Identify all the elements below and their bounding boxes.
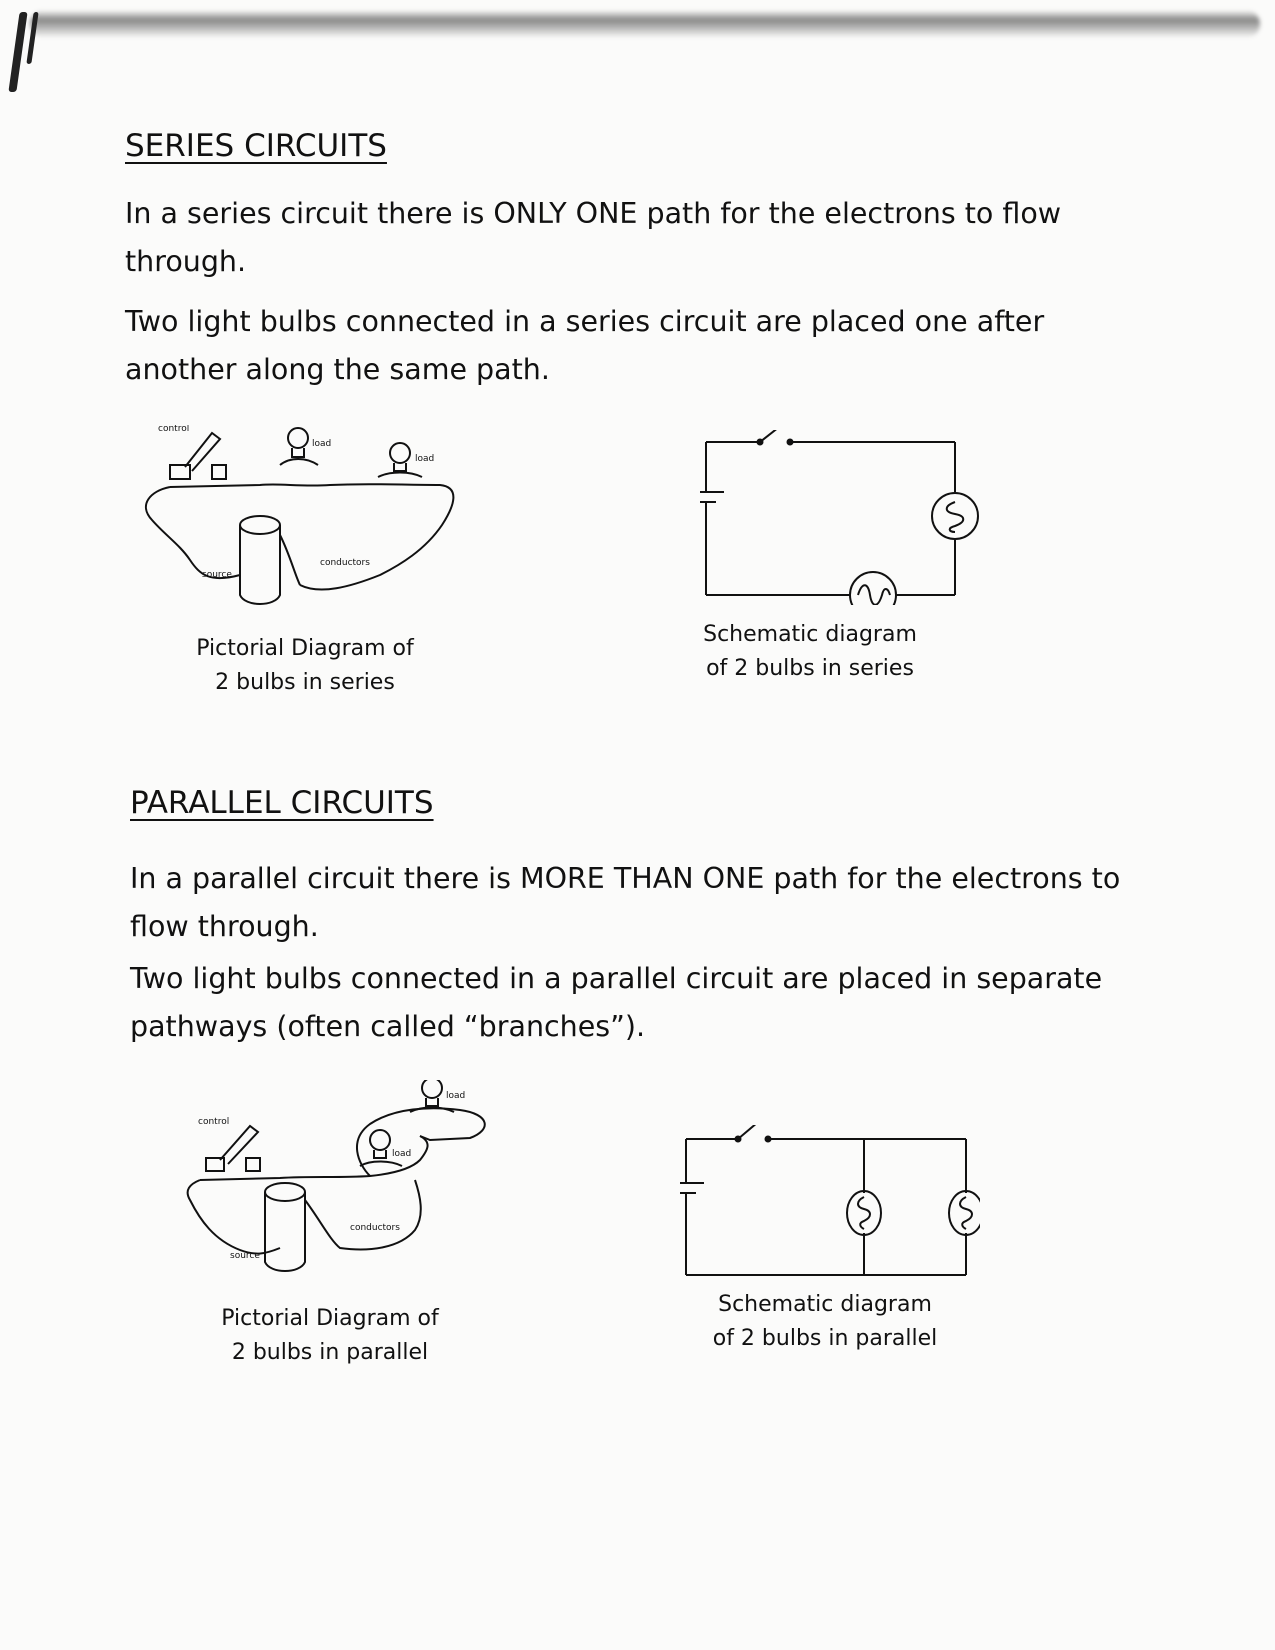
parallel-pictorial-diagram: control load load conductors source [170, 1080, 510, 1310]
scan-mark [26, 12, 39, 64]
label-source: source [202, 570, 232, 580]
parallel-pictorial-caption: Pictorial Diagram of 2 bulbs in parallel [195, 1302, 465, 1370]
label-control: control [158, 425, 189, 434]
series-pictorial-caption: Pictorial Diagram of 2 bulbs in series [175, 632, 435, 700]
parallel-heading: PARALLEL CIRCUITS [130, 785, 434, 821]
series-heading: SERIES CIRCUITS [125, 128, 387, 164]
parallel-schematic-caption: Schematic diagram of 2 bulbs in parallel [700, 1288, 950, 1356]
label-load: load [392, 1149, 411, 1159]
parallel-schematic-diagram [680, 1125, 980, 1285]
scan-smudge [30, 10, 1260, 38]
caption-line: of 2 bulbs in parallel [712, 1326, 938, 1351]
caption-line: Schematic diagram [718, 1292, 932, 1317]
label-control: control [198, 1117, 229, 1127]
caption-line: Schematic diagram [703, 622, 917, 647]
parallel-definition: In a parallel circuit there is MORE THAN… [130, 862, 1121, 943]
caption-line: 2 bulbs in series [215, 670, 395, 695]
parallel-bulb-description: Two light bulbs connected in a parallel … [130, 962, 1103, 1043]
label-conductors: conductors [350, 1223, 400, 1233]
series-schematic-caption: Schematic diagram of 2 bulbs in series [690, 618, 930, 686]
label-load: load [415, 454, 434, 464]
series-schematic-diagram [700, 430, 1000, 605]
label-source: source [230, 1251, 260, 1261]
label-load: load [446, 1091, 465, 1101]
caption-line: 2 bulbs in parallel [231, 1340, 429, 1365]
caption-line: Pictorial Diagram of [221, 1306, 439, 1331]
series-bulb-description: Two light bulbs connected in a series ci… [125, 305, 1045, 386]
caption-line: of 2 bulbs in series [706, 656, 914, 681]
series-definition: In a series circuit there is ONLY ONE pa… [125, 197, 1062, 278]
label-conductors: conductors [320, 558, 370, 568]
scan-mark [8, 12, 28, 92]
label-load: load [312, 439, 331, 449]
caption-line: Pictorial Diagram of [196, 636, 414, 661]
series-pictorial-diagram: control load load conductors source [130, 425, 480, 635]
